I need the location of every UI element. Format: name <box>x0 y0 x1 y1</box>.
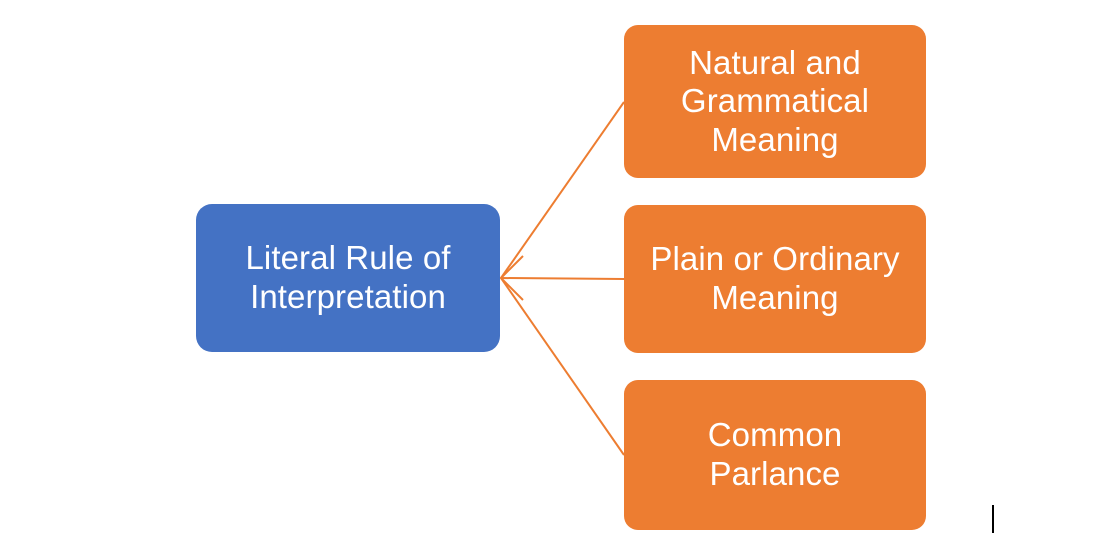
connector-line-branch-0 <box>500 101 625 279</box>
node-common-parlance[interactable]: Common Parlance <box>624 380 926 530</box>
connector-line-branch-1 <box>500 277 625 280</box>
node-natural-and-grammatical-meaning[interactable]: Natural and Grammatical Meaning <box>624 25 926 178</box>
node-plain-or-ordinary-meaning[interactable]: Plain or Ordinary Meaning <box>624 205 926 353</box>
node-literal-rule-of-interpretation[interactable]: Literal Rule of Interpretation <box>196 204 500 352</box>
connector-arrowhead <box>499 255 524 301</box>
text-caret <box>992 505 994 533</box>
connector-line-branch-2 <box>500 277 625 456</box>
